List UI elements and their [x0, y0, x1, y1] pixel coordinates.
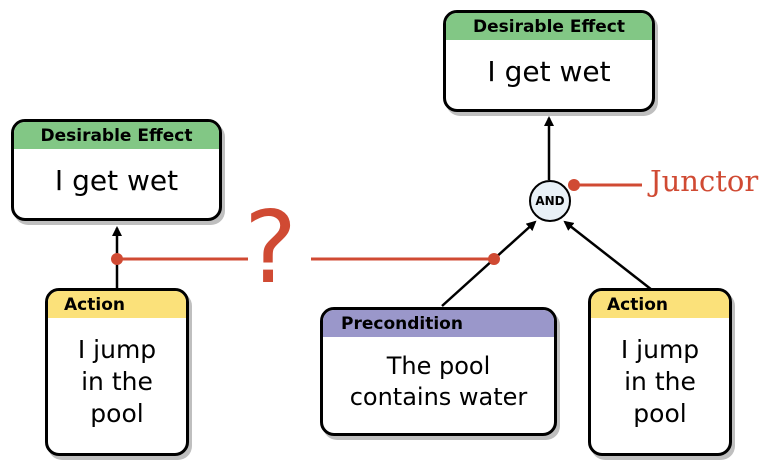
and-junctor: AND [529, 180, 571, 222]
body-line: in the [624, 367, 696, 396]
node-header: Action [48, 291, 186, 318]
body-line: I jump [77, 335, 157, 364]
node-header: Desirable Effect [446, 13, 652, 40]
body-line: pool [633, 399, 687, 428]
node-header: Action [591, 291, 729, 318]
node-body: I get wet [487, 54, 611, 88]
node-body: I jump in the pool [591, 318, 729, 446]
arrow-action-right-to-and [563, 220, 653, 291]
arrow-precondition-to-and [441, 220, 537, 307]
action-node-left: Action I jump in the pool [45, 288, 189, 456]
node-body: I jump in the pool [48, 318, 186, 446]
desirable-effect-node-right: Desirable Effect I get wet [443, 10, 655, 112]
body-line: I jump [620, 335, 700, 364]
action-node-right: Action I jump in the pool [588, 288, 732, 456]
junctor-pointer-dot [568, 179, 580, 191]
body-line: pool [90, 399, 144, 428]
node-header: Desirable Effect [14, 122, 219, 149]
annotation-dot-left [111, 253, 123, 265]
node-header: Precondition [323, 310, 554, 337]
node-body: I get wet [54, 163, 179, 197]
precondition-node: Precondition The pool contains water [320, 307, 557, 436]
question-mark-annotation: ? [244, 189, 298, 306]
desirable-effect-node-left: Desirable Effect I get wet [11, 119, 222, 221]
body-line: The pool [386, 352, 491, 380]
annotation-dot-right [488, 253, 500, 265]
junctor-annotation-label: Junctor [650, 164, 759, 198]
body-line: contains water [349, 383, 528, 411]
node-body: The pool contains water [323, 337, 554, 427]
body-line: in the [81, 367, 153, 396]
